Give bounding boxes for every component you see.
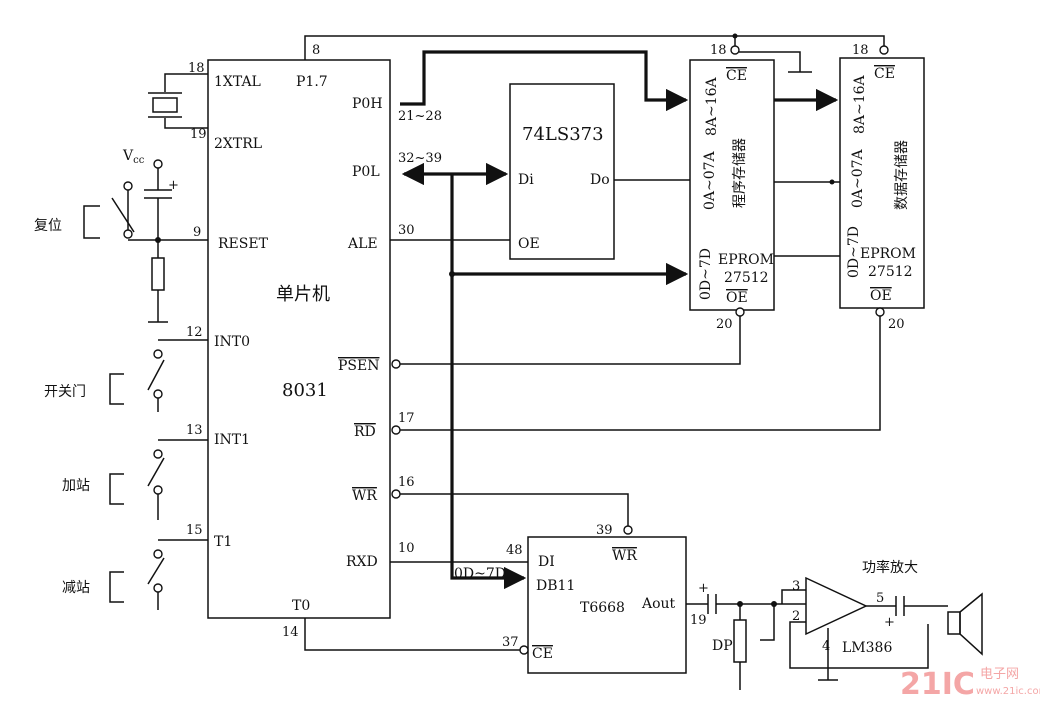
voice-di-label: DI xyxy=(538,554,555,570)
mcu-title: 单片机 xyxy=(276,284,330,305)
dp-potentiometer-label: DP xyxy=(712,638,733,654)
p0l-label: P0L xyxy=(352,164,380,180)
watermark-url: www.21ic.com xyxy=(976,686,1040,697)
prog-mem-type: EPROM xyxy=(718,252,774,268)
p0h-pin-number: 21~28 xyxy=(398,109,442,124)
sub-station-switch-label: 减站 xyxy=(62,580,90,596)
data-mem-part-number: 27512 xyxy=(868,264,913,280)
t1-pin-number: 15 xyxy=(186,523,203,538)
voice-wr-pin-number: 39 xyxy=(596,523,613,538)
data-mem-type: EPROM xyxy=(860,246,916,262)
t0-pin-number: 14 xyxy=(282,625,299,640)
psen-label: PSEN xyxy=(338,358,379,374)
p17-pin-number: 8 xyxy=(312,43,320,58)
ale-pin-number: 30 xyxy=(398,223,415,238)
prog-oe-pin-number: 20 xyxy=(716,317,733,332)
voice-wr-label: WR xyxy=(612,548,637,564)
reset-switch-label: 复位 xyxy=(34,217,62,234)
reset-label: RESET xyxy=(218,236,269,252)
prog-addr-hi-label: 8A~16A xyxy=(704,76,720,136)
xtal1-pin-number: 18 xyxy=(188,61,205,76)
prog-mem-name: 程序存储器 xyxy=(732,138,748,208)
p17-label: P1.7 xyxy=(296,74,328,90)
prog-data-label: 0D~7D xyxy=(698,248,714,300)
mcu-box xyxy=(207,59,391,619)
rd-label: RD xyxy=(354,424,376,440)
cap-polarity-plus: + xyxy=(168,178,179,193)
rxd-label: RXD xyxy=(346,554,378,570)
watermark-brand: 21IC xyxy=(900,667,975,702)
latch-di-label: Di xyxy=(518,172,534,188)
prog-addr-lo-label: 0A~07A xyxy=(702,150,718,210)
prog-ce-label: CE xyxy=(726,68,747,84)
data-data-label: 0D~7D xyxy=(846,226,862,278)
reset-pin-number: 9 xyxy=(193,225,201,240)
latch-oe-label: OE xyxy=(518,236,540,252)
data-addr-hi-label: 8A~16A xyxy=(852,74,868,134)
voice-di-pin-number: 48 xyxy=(506,543,523,558)
voice-part-number: T6668 xyxy=(580,600,625,616)
prog-mem-box xyxy=(689,59,775,311)
wr-pin-number: 16 xyxy=(398,475,415,490)
int1-label: INT1 xyxy=(214,432,250,448)
int0-pin-number: 12 xyxy=(186,325,203,340)
amp-title: 功率放大 xyxy=(862,559,918,576)
rxd-pin-number: 10 xyxy=(398,541,415,556)
voice-bus-label: 0D~7D xyxy=(454,566,506,582)
rd-pin-number: 17 xyxy=(398,411,415,426)
watermark-cn: 电子网 xyxy=(980,667,1019,682)
voice-aout-label: Aout xyxy=(641,596,676,612)
door-switch-label: 开关门 xyxy=(44,384,86,400)
prog-ce-pin-number: 18 xyxy=(710,43,727,58)
data-ce-label: CE xyxy=(874,66,895,82)
amp-part-number: LM386 xyxy=(842,640,892,656)
voice-aout-pin-number: 19 xyxy=(690,613,707,628)
latch-do-label: Do xyxy=(590,172,610,188)
mcu-part-number: 8031 xyxy=(282,380,328,401)
output-cap-plus: + xyxy=(884,615,895,630)
t0-label: T0 xyxy=(292,598,310,614)
t1-label: T1 xyxy=(214,534,232,550)
voice-chip-box xyxy=(527,536,687,674)
xtal2-label: 2XTRL xyxy=(214,136,262,152)
int0-label: INT0 xyxy=(214,334,250,350)
amp-pin-5: 5 xyxy=(876,591,884,606)
data-ce-pin-number: 18 xyxy=(852,43,869,58)
data-mem-name: 数据存储器 xyxy=(894,140,910,210)
p0l-pin-number: 32~39 xyxy=(398,151,442,166)
wr-label: WR xyxy=(352,488,377,504)
data-oe-pin-number: 20 xyxy=(888,317,905,332)
voice-db-label: DB11 xyxy=(536,578,575,594)
xtal2-pin-number: 19 xyxy=(190,127,207,142)
amp-pin-3: 3 xyxy=(792,579,800,594)
ale-label: ALE xyxy=(347,236,378,252)
amp-pin-2: 2 xyxy=(792,609,800,624)
vcc-label: Vcc xyxy=(122,148,145,166)
amp-pin-4: 4 xyxy=(822,639,830,654)
coupling-cap-plus: + xyxy=(698,581,709,596)
data-addr-lo-label: 0A~07A xyxy=(850,148,866,208)
add-station-switch-label: 加站 xyxy=(62,478,90,494)
xtal1-label: 1XTAL xyxy=(214,74,261,90)
prog-mem-part-number: 27512 xyxy=(724,270,769,286)
voice-ce-pin-number: 37 xyxy=(502,635,519,650)
latch-part-number: 74LS373 xyxy=(522,124,604,145)
data-oe-label: OE xyxy=(870,288,892,304)
prog-oe-label: OE xyxy=(726,290,748,306)
voice-ce-label: CE xyxy=(532,646,553,662)
p0h-label: P0H xyxy=(352,96,383,112)
latch-box xyxy=(509,83,615,260)
int1-pin-number: 13 xyxy=(186,423,203,438)
